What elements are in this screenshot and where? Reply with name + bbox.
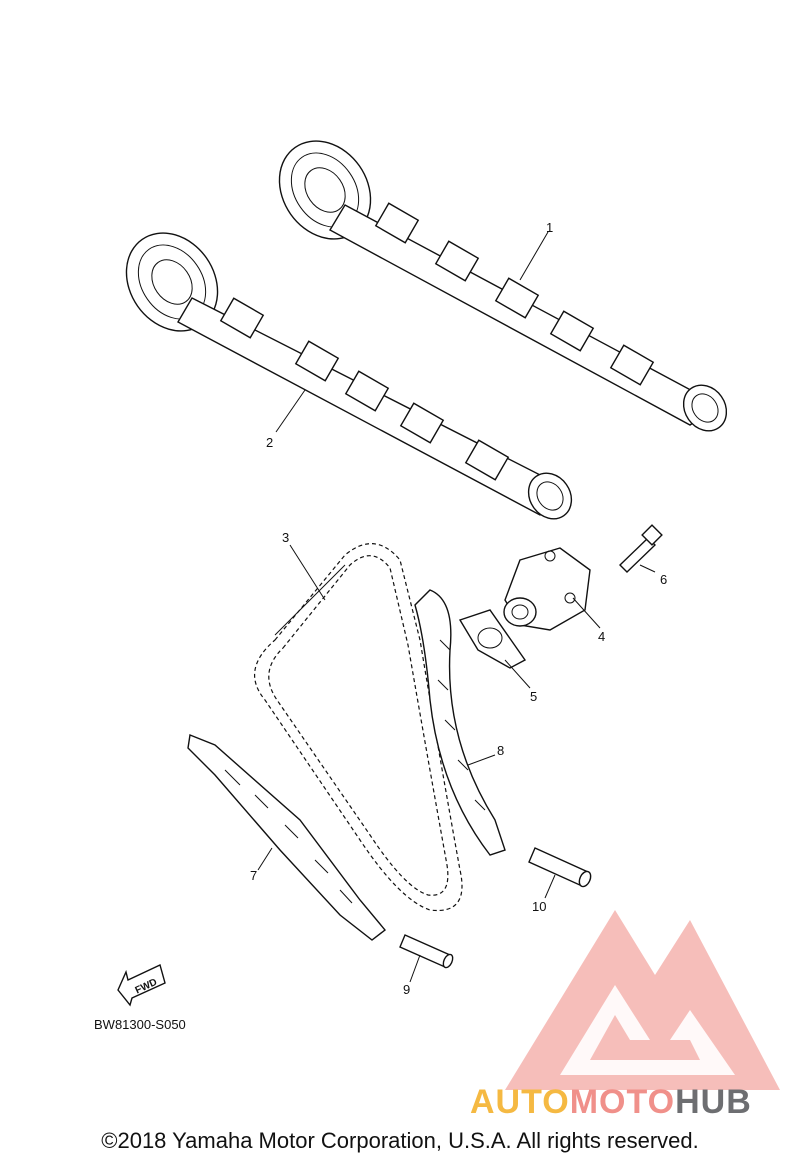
timing-chain-3 [254,543,463,912]
part-label-5: 5 [530,689,537,704]
figure-code: BW81300-S050 [94,1017,186,1032]
chain-guide-7 [187,734,387,941]
pin-9 [399,934,454,969]
camshaft-1 [278,140,728,432]
part-label-8: 8 [497,743,504,758]
chain-tensioner-4 [503,547,591,631]
bolt-6 [619,524,663,573]
watermark-moto: MOTO [570,1083,675,1121]
part-label-4: 4 [598,629,605,644]
part-label-7: 7 [250,868,257,883]
part-label-3: 3 [282,530,289,545]
watermark-hub: HUB [675,1083,752,1121]
camshaft-2 [125,232,573,520]
part-label-1: 1 [546,220,553,235]
part-label-2: 2 [266,435,273,450]
chain-guide-8 [414,589,506,856]
part-label-6: 6 [660,572,667,587]
fwd-arrow-icon: FWD [117,964,166,1007]
copyright-notice: ©2018 Yamaha Motor Corporation, U.S.A. A… [101,1128,699,1153]
part-label-9: 9 [403,982,410,997]
leader-lines [257,231,656,983]
gasket-5 [458,609,527,669]
watermark-logo-icon [505,910,780,1090]
part-label-10: 10 [532,899,546,914]
pin-10 [528,847,592,888]
watermark-text: AUTOMOTOHUB [470,1083,752,1121]
watermark-auto: AUTO [470,1083,570,1121]
